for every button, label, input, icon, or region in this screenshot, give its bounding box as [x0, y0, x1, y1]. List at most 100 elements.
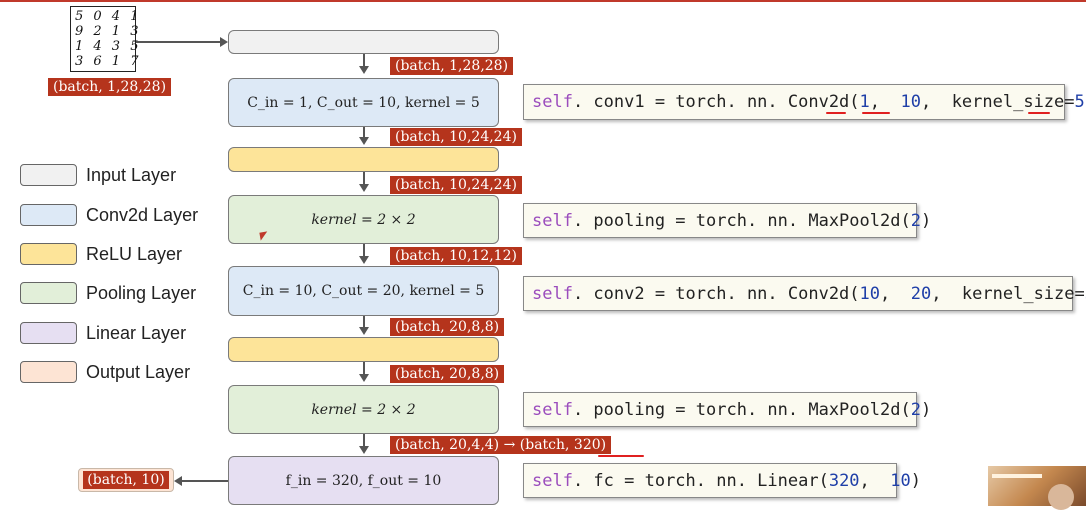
- mouse-cursor-icon: [259, 231, 269, 241]
- legend-label: Output Layer: [86, 362, 191, 382]
- input-shape-tag: (batch, 1,28,28): [48, 78, 172, 96]
- webcam-shelf: [992, 474, 1042, 478]
- flow-arrow: [359, 184, 369, 192]
- webcam-face: [1048, 484, 1074, 510]
- code-text: ): [920, 210, 932, 231]
- legend-label: Input Layer: [86, 165, 177, 185]
- legend-label: Conv2d Layer: [86, 205, 199, 225]
- output-layer-box: (batch, 10): [78, 468, 174, 492]
- code-text: . conv2 = torch. nn. Conv2d(: [572, 283, 860, 304]
- flow-line: [363, 244, 365, 258]
- flow-arrow: [359, 66, 369, 74]
- digits-row: 1 4 3 5: [75, 39, 142, 54]
- code-text: ,: [859, 470, 891, 491]
- code-keyword: self: [532, 283, 573, 304]
- legend-swatch-output: [20, 361, 77, 383]
- legend-swatch-conv2d: [20, 204, 77, 226]
- pool1-code: self. pooling = torch. nn. MaxPool2d(2): [523, 203, 931, 238]
- pool1-params: kernel = 2 × 2: [311, 211, 416, 228]
- legend-label: Pooling Layer: [86, 283, 197, 303]
- code-number: 10: [900, 92, 921, 112]
- legend-swatch-input: [20, 164, 77, 186]
- output-arrow-line: [180, 480, 228, 482]
- code-text: . pooling = torch. nn. MaxPool2d(: [572, 399, 911, 420]
- legend-swatch-relu: [20, 243, 77, 265]
- conv2-layer-box: C_in = 10, C_out = 20, kernel = 5: [228, 266, 499, 316]
- annotation-underline: [598, 455, 644, 457]
- shape-tag: (batch, 20,4,4) → (batch, 320): [390, 436, 612, 454]
- flow-arrow: [359, 327, 369, 335]
- code-keyword: self: [532, 92, 573, 112]
- code-number: 5: [1074, 92, 1085, 112]
- digits-row: 9 2 1 3: [75, 24, 142, 39]
- code-keyword: self: [532, 210, 573, 231]
- code-text: ,: [880, 283, 911, 304]
- digits-row: 3 6 1 7: [75, 54, 142, 69]
- code-text: . conv1 = torch. nn. Conv2d(: [572, 92, 860, 112]
- flow-arrow: [359, 446, 369, 454]
- code-number: 10: [890, 470, 911, 491]
- conv1-params: C_in = 1, C_out = 10, kernel = 5: [247, 94, 480, 111]
- pool1-layer-box: kernel = 2 × 2: [228, 195, 499, 244]
- code-number: 320: [828, 470, 860, 491]
- code-text: ): [920, 399, 932, 420]
- code-number: 20: [910, 283, 932, 304]
- fc-code: self. fc = torch. nn. Linear(320, 10): [523, 463, 921, 498]
- code-text: ,: [869, 92, 901, 112]
- flow-arrow: [359, 374, 369, 382]
- flow-arrow: [359, 256, 369, 264]
- output-shape-tag: (batch, 10): [83, 471, 169, 489]
- flow-line: [363, 316, 365, 329]
- input-arrow-head: [220, 37, 228, 47]
- legend-swatch-linear: [20, 322, 77, 344]
- flow-line: [363, 127, 365, 139]
- code-number: 1: [859, 92, 870, 112]
- relu2-layer-box: [228, 337, 499, 362]
- input-arrow-line: [136, 41, 220, 43]
- shape-tag: (batch, 10,24,24): [390, 128, 522, 146]
- flow-line: [363, 172, 365, 186]
- annotation-underline: [862, 112, 890, 114]
- flow-arrow: [359, 137, 369, 145]
- conv1-code: self. conv1 = torch. nn. Conv2d(1, 10, k…: [523, 84, 1086, 120]
- shape-tag: (batch, 1,28,28): [390, 57, 514, 75]
- input-layer-box: [228, 30, 499, 54]
- code-keyword: self: [532, 399, 573, 420]
- output-arrow-head: [174, 476, 182, 486]
- shape-tag: (batch, 10,12,12): [390, 247, 522, 265]
- shape-tag: (batch, 20,8,8): [390, 318, 505, 336]
- code-text: ): [1085, 92, 1086, 112]
- linear-layer-box: f_in = 320, f_out = 10: [228, 456, 499, 505]
- mnist-digits-image: 5 0 4 1 9 2 1 3 1 4 3 5 3 6 1 7: [70, 6, 142, 72]
- code-text: , kernel_size=: [920, 92, 1075, 112]
- code-text: . pooling = torch. nn. MaxPool2d(: [572, 210, 911, 231]
- code-text: . fc = torch. nn. Linear(: [572, 470, 829, 491]
- top-border: [0, 0, 1086, 2]
- flow-line: [363, 362, 365, 376]
- shape-tag: (batch, 20,8,8): [390, 365, 505, 383]
- code-keyword: self: [532, 470, 573, 491]
- legend-label: ReLU Layer: [86, 244, 183, 264]
- fc-params: f_in = 320, f_out = 10: [285, 472, 442, 489]
- webcam-overlay: [988, 466, 1086, 510]
- code-text: ): [910, 470, 921, 491]
- legend-label: Linear Layer: [86, 323, 187, 343]
- annotation-underline: [826, 112, 846, 114]
- flow-line: [363, 54, 365, 68]
- code-number: 5: [1085, 284, 1086, 304]
- conv1-layer-box: C_in = 1, C_out = 10, kernel = 5: [228, 78, 499, 127]
- digits-row: 5 0 4 1: [75, 9, 142, 24]
- conv2-code: self. conv2 = torch. nn. Conv2d(10, 20, …: [523, 276, 1086, 311]
- annotation-underline: [1028, 112, 1050, 114]
- code-number: 2: [910, 210, 921, 231]
- shape-tag: (batch, 10,24,24): [390, 176, 522, 194]
- flow-line: [363, 434, 365, 448]
- code-text: , kernel_size=: [931, 283, 1085, 304]
- pool2-layer-box: kernel = 2 × 2: [228, 385, 499, 434]
- legend-swatch-pooling: [20, 282, 77, 304]
- relu1-layer-box: [228, 147, 499, 172]
- code-number: 10: [859, 283, 881, 304]
- conv2-params: C_in = 10, C_out = 20, kernel = 5: [242, 283, 485, 299]
- pool2-params: kernel = 2 × 2: [311, 401, 416, 418]
- pool2-code: self. pooling = torch. nn. MaxPool2d(2): [523, 392, 931, 427]
